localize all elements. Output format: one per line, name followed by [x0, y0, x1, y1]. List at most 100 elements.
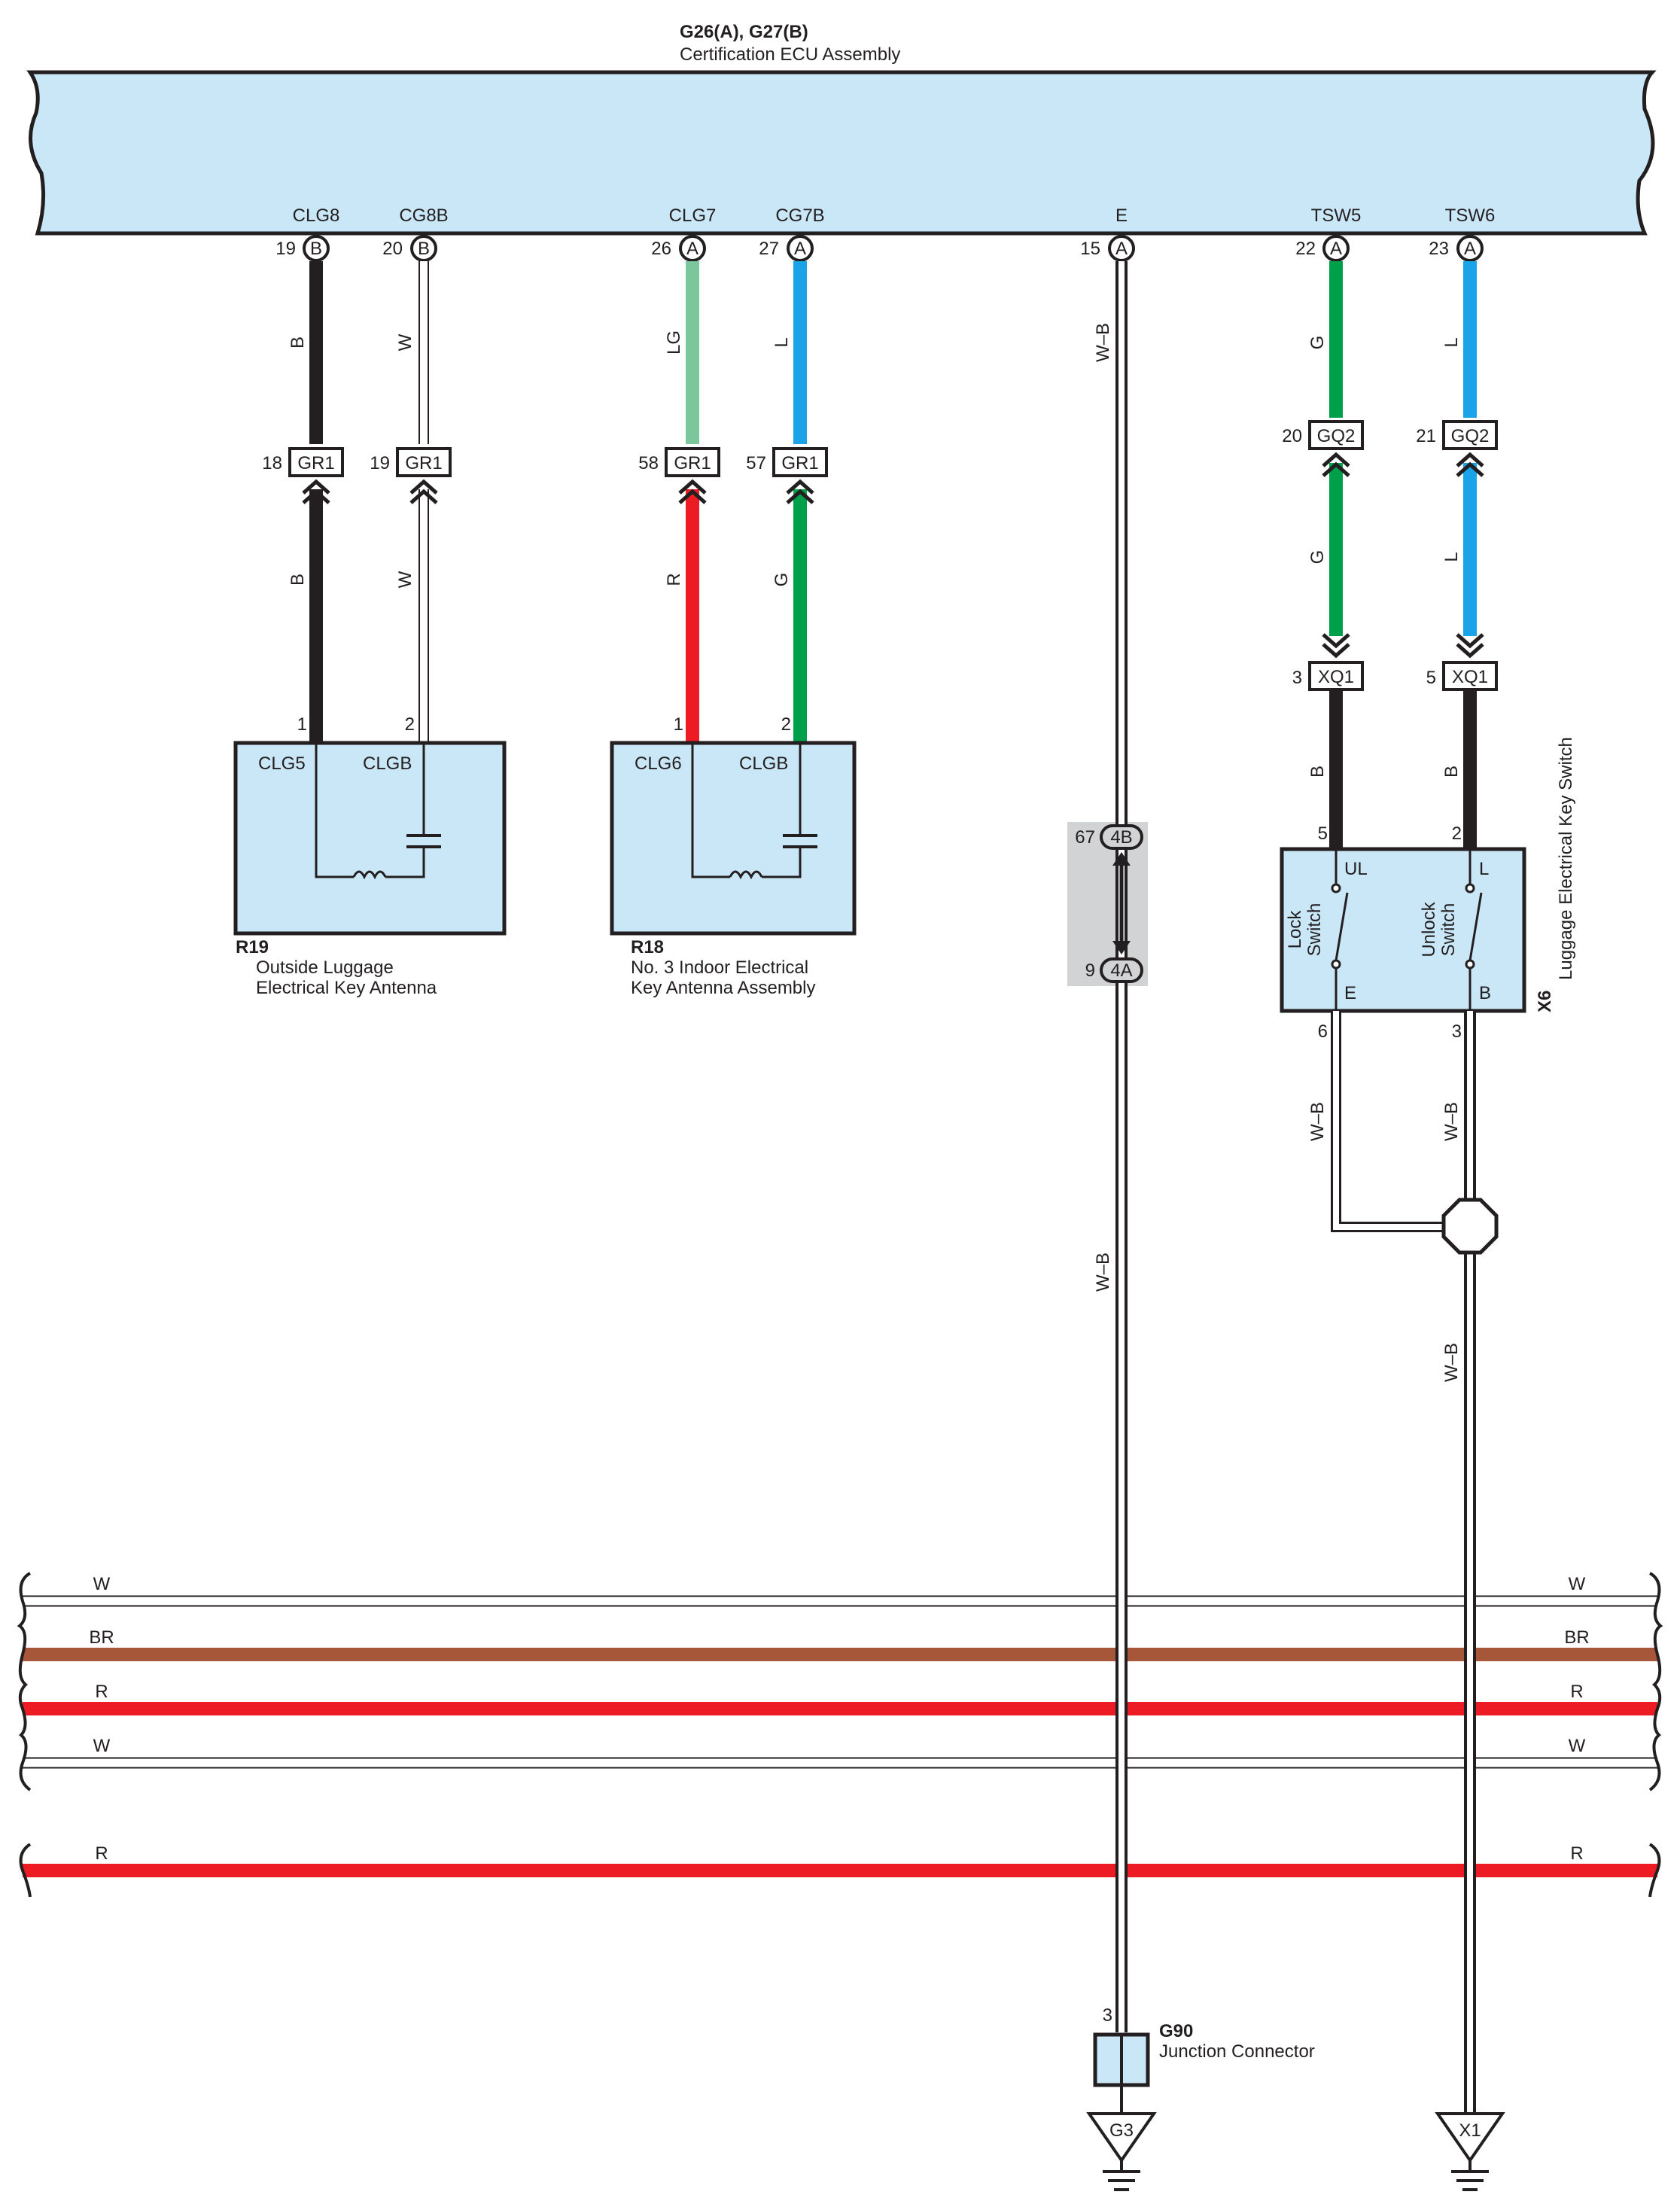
- r18-pin2: 2: [781, 714, 791, 735]
- lock-switch-label-2: Switch: [1304, 903, 1325, 957]
- bus-wire-br: BR BR: [23, 1627, 1657, 1661]
- r18-terminal-2: CLGB: [739, 753, 788, 774]
- wire-clg8: B B: [288, 261, 323, 741]
- unlock-switch-label-2: Switch: [1438, 903, 1459, 957]
- unlock-switch-icon: [1465, 849, 1483, 1011]
- bus-label-right: BR: [1564, 1627, 1589, 1648]
- coil-capacitor-circuit: [315, 743, 441, 880]
- bus-wires: W W BR BR R R W W R R: [17, 1572, 1663, 1898]
- wire-color-label: B: [1441, 766, 1462, 778]
- x6-pin-l: 2: [1452, 823, 1462, 844]
- wire-color-label: W–B: [1441, 1102, 1462, 1141]
- bus-label-right: W: [1569, 1574, 1586, 1594]
- connector-gr1-18: 18 GR1: [262, 447, 344, 504]
- ecu-pin-clg7: CLG7 26 A: [651, 205, 717, 262]
- connector-pin: 9: [1085, 960, 1095, 981]
- wire-color-label: W–B: [1093, 323, 1113, 362]
- g90-code: G90: [1159, 2021, 1193, 2041]
- r19-name-line2: Electrical Key Antenna: [256, 978, 437, 998]
- connector-pin: 57: [746, 453, 766, 473]
- junction-4a: 9 4A: [1085, 957, 1143, 983]
- connector-gq2-20: 20 GQ2: [1282, 420, 1364, 477]
- wire-color-label: G: [1307, 336, 1328, 350]
- pin-name: TSW5: [1311, 205, 1362, 226]
- wire-color-label: G: [772, 573, 792, 587]
- pin-number: 15: [1080, 239, 1100, 259]
- connector-label: GR1: [297, 453, 334, 473]
- connector-pin: 21: [1416, 426, 1436, 446]
- x6-terminal-b: B: [1479, 983, 1491, 1003]
- pin-number: 20: [382, 239, 403, 259]
- x6-pin-b: 3: [1452, 1021, 1462, 1042]
- coil-capacitor-circuit: [691, 743, 817, 880]
- wire-color-label: G: [1307, 550, 1328, 565]
- pin-name: CLG7: [669, 205, 717, 226]
- r19-name-line1: Outside Luggage: [256, 957, 394, 978]
- ecu-name: Certification ECU Assembly: [680, 44, 900, 65]
- ground-g3-icon: G3: [1086, 2112, 1157, 2191]
- wire-color-label: L: [772, 337, 792, 347]
- connector-label: XQ1: [1318, 667, 1354, 687]
- pin-connector: A: [1115, 239, 1128, 259]
- g90-pin: 3: [1103, 2005, 1112, 2026]
- pin-name: CG8B: [399, 205, 448, 226]
- bus-wire-w-1: W W: [23, 1574, 1657, 1607]
- ecu-pin-clg8: CLG8 19 B: [275, 205, 340, 262]
- connector-gr1-57: 57 GR1: [746, 447, 828, 504]
- r18-terminal-1: CLG6: [635, 753, 682, 774]
- bus-label-left: BR: [89, 1627, 114, 1648]
- wire-clg7: LG R: [664, 261, 699, 741]
- connector-gr1-58: 58 GR1: [638, 447, 720, 504]
- g90-name: Junction Connector: [1159, 2041, 1315, 2062]
- x6-terminal-l: L: [1479, 859, 1489, 879]
- connector-gq2-21: 21 GQ2: [1416, 420, 1498, 477]
- lock-switch-label-1: Lock: [1285, 910, 1305, 949]
- wire-color-label: L: [1441, 552, 1462, 562]
- x6-pin-e: 6: [1318, 1021, 1328, 1042]
- connector-gr1-19: 19 GR1: [370, 447, 452, 504]
- wire-color-label: L: [1441, 337, 1462, 347]
- wire-cg8b: W W: [395, 261, 429, 741]
- wire-tsw6: L L B: [1441, 261, 1477, 849]
- component-r19: 1 2 CLG5 CLGB R19 Outside Luggage Electr…: [233, 714, 507, 998]
- wire-color-label: W–B: [1441, 1343, 1462, 1382]
- connector-label: GR1: [674, 453, 711, 473]
- wire-color-label: B: [1307, 766, 1328, 778]
- component-r18: 1 2 CLG6 CLGB R18 No. 3 Indoor Electrica…: [610, 714, 857, 998]
- r19-terminal-2: CLGB: [363, 753, 412, 774]
- bus-wire-r-1: R R: [23, 1682, 1657, 1715]
- bus-break-left: [17, 1572, 32, 1898]
- bus-label-right: R: [1570, 1682, 1583, 1702]
- r18-pin1: 1: [674, 714, 683, 735]
- connector-label: 4A: [1110, 960, 1132, 981]
- ecu-pin-cg8b: CG8B 20 B: [382, 205, 449, 262]
- bus-label-left: R: [95, 1843, 108, 1864]
- bus-label-left: W: [93, 1574, 111, 1594]
- connector-pin: 20: [1282, 426, 1302, 446]
- connector-pin: 19: [370, 453, 390, 473]
- unlock-switch-label-1: Unlock: [1419, 901, 1439, 957]
- connector-pin: 67: [1075, 827, 1095, 848]
- connector-xq1-5: 5 XQ1: [1426, 633, 1498, 691]
- pin-name: CLG8: [293, 205, 340, 226]
- bus-label-left: R: [95, 1682, 108, 1702]
- bus-label-right: R: [1570, 1843, 1583, 1864]
- ground-g3-label: G3: [1109, 2120, 1134, 2141]
- x6-name: Luggage Electrical Key Switch: [1556, 737, 1576, 980]
- connector-pin: 5: [1426, 668, 1436, 688]
- wire-color-label: W–B: [1307, 1102, 1328, 1141]
- pin-number: 22: [1295, 239, 1316, 259]
- pin-connector: A: [686, 239, 698, 259]
- pin-connector: A: [1464, 239, 1476, 259]
- ecu-pin-cg7b: CG7B 27 A: [759, 205, 825, 262]
- r19-code: R19: [236, 937, 269, 957]
- pin-connector: A: [794, 239, 806, 259]
- r18-name-line2: Key Antenna Assembly: [631, 978, 815, 998]
- x6-terminal-e: E: [1344, 983, 1356, 1003]
- ground-x1-icon: X1: [1435, 2112, 1505, 2191]
- pin-number: 27: [759, 239, 779, 259]
- x6-pin-ul: 5: [1318, 823, 1328, 844]
- ecu-assembly: G26(A), G27(B) Certification ECU Assembl…: [26, 22, 1657, 236]
- r19-pin1: 1: [297, 714, 307, 735]
